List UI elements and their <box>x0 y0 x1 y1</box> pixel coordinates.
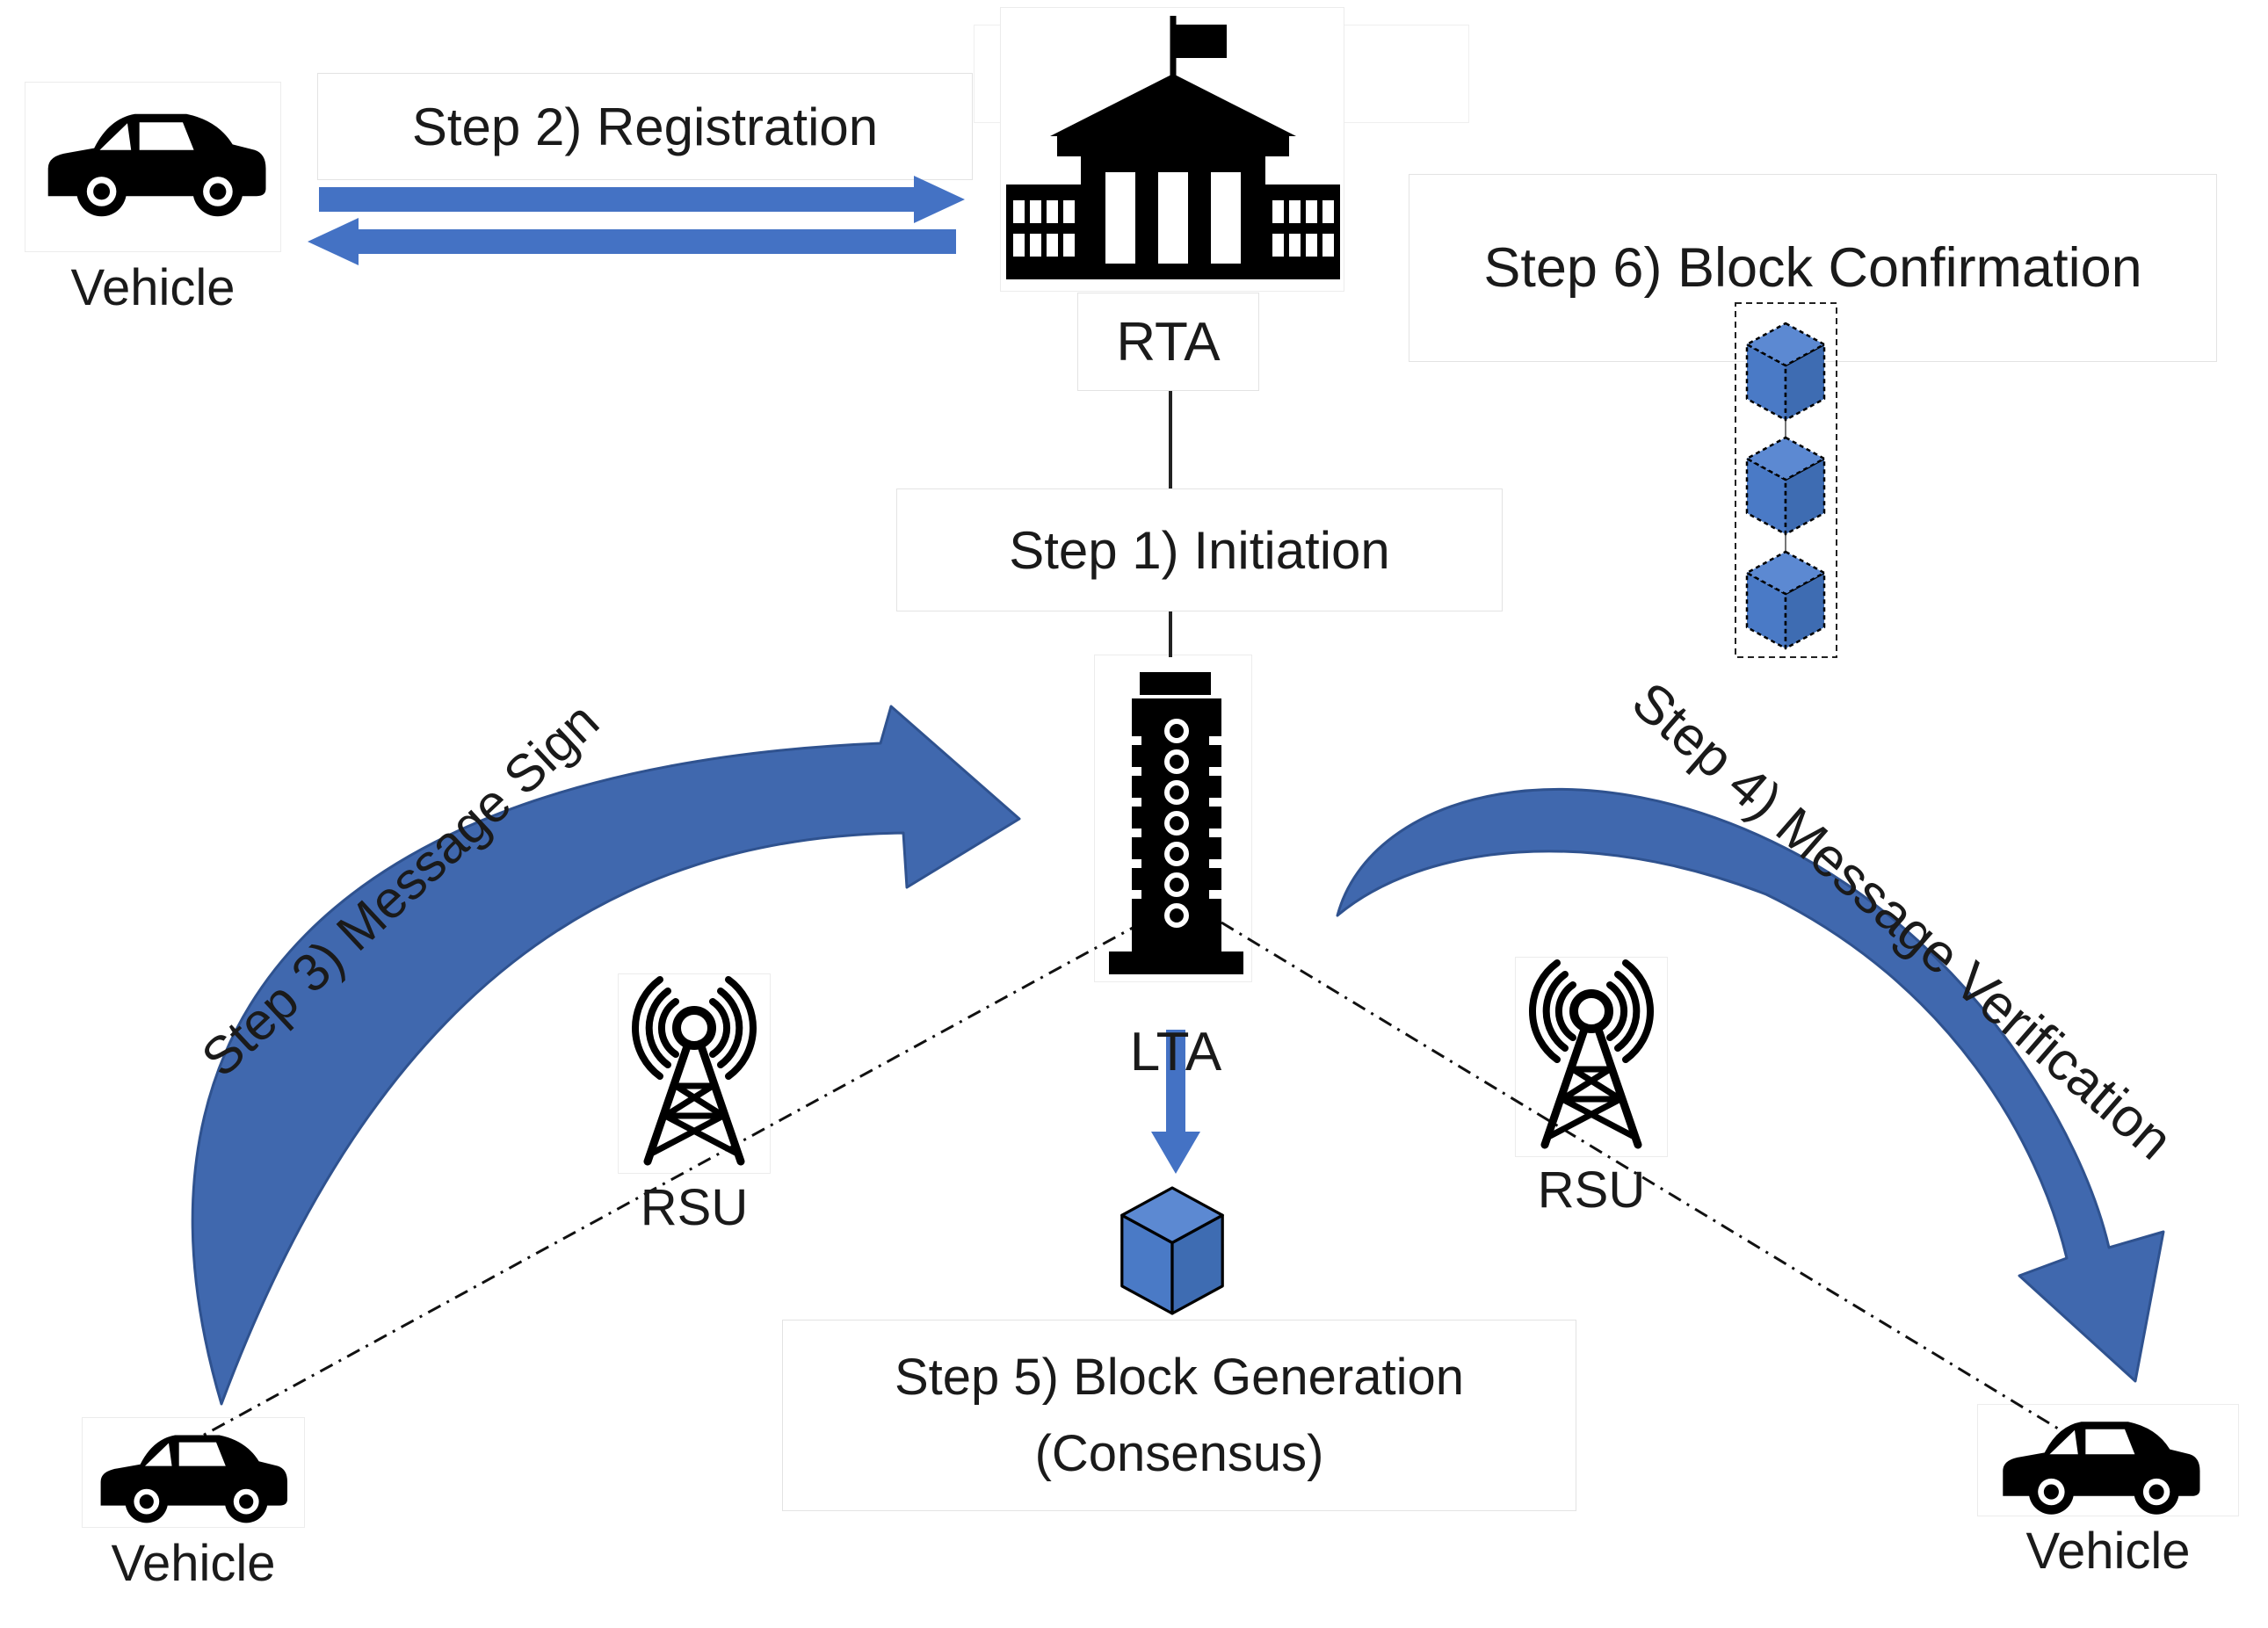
step5-label: Step 5) Block Generation (Consensus) <box>782 1320 1576 1511</box>
rsu-left-label: RSU <box>640 1178 749 1236</box>
message-verification-curved-arrow <box>1336 788 2165 1383</box>
vehicle-right-label: Vehicle <box>2025 1522 2191 1580</box>
registration-response-arrow <box>308 218 956 265</box>
step6-label-box <box>1409 174 2217 362</box>
block-cube-icon <box>1120 1186 1224 1315</box>
rsu-left-radio-tower-icon <box>635 980 753 1161</box>
step1-label-box <box>896 488 1503 611</box>
vehicle-top-label: Vehicle <box>70 258 235 316</box>
block-generation-arrow <box>1151 1030 1200 1174</box>
vehicle-top-icon <box>47 113 266 217</box>
vehicle-left-label: Vehicle <box>111 1534 276 1592</box>
message-sign-curved-arrow <box>191 705 1021 1406</box>
step1-label: Step 1) Initiation <box>1009 520 1390 580</box>
rta-label-box <box>1077 293 1259 391</box>
step2-label-box <box>317 73 973 180</box>
vehicle-right-icon <box>2003 1422 2200 1515</box>
step2-label: Step 2) Registration <box>411 97 879 156</box>
office-tower-icon <box>1109 672 1243 974</box>
step6-label: Step 6) Block Confirmation <box>1483 237 2142 299</box>
chain-block-3-icon <box>1745 550 1826 650</box>
blockchain-stack <box>1735 302 1837 658</box>
chain-block-2-icon <box>1745 436 1826 536</box>
step5-label-box <box>782 1320 1576 1511</box>
step5-line1: Step 5) Block Generation <box>894 1349 1465 1406</box>
lta-label: LTA <box>1129 1022 1222 1082</box>
rta-label: RTA <box>1116 311 1221 373</box>
vehicle-left-icon <box>100 1435 287 1523</box>
registration-request-arrow <box>319 176 965 223</box>
lta-rsu-vehicle-link-left <box>179 921 1143 1450</box>
rsu-right-radio-tower-icon <box>1533 963 1650 1145</box>
rsu-right-label: RSU <box>1537 1161 1646 1219</box>
step5-line2: (Consensus) <box>1034 1425 1324 1482</box>
blockchain-dashed-frame <box>1735 302 1837 658</box>
government-building-icon <box>1006 16 1340 279</box>
